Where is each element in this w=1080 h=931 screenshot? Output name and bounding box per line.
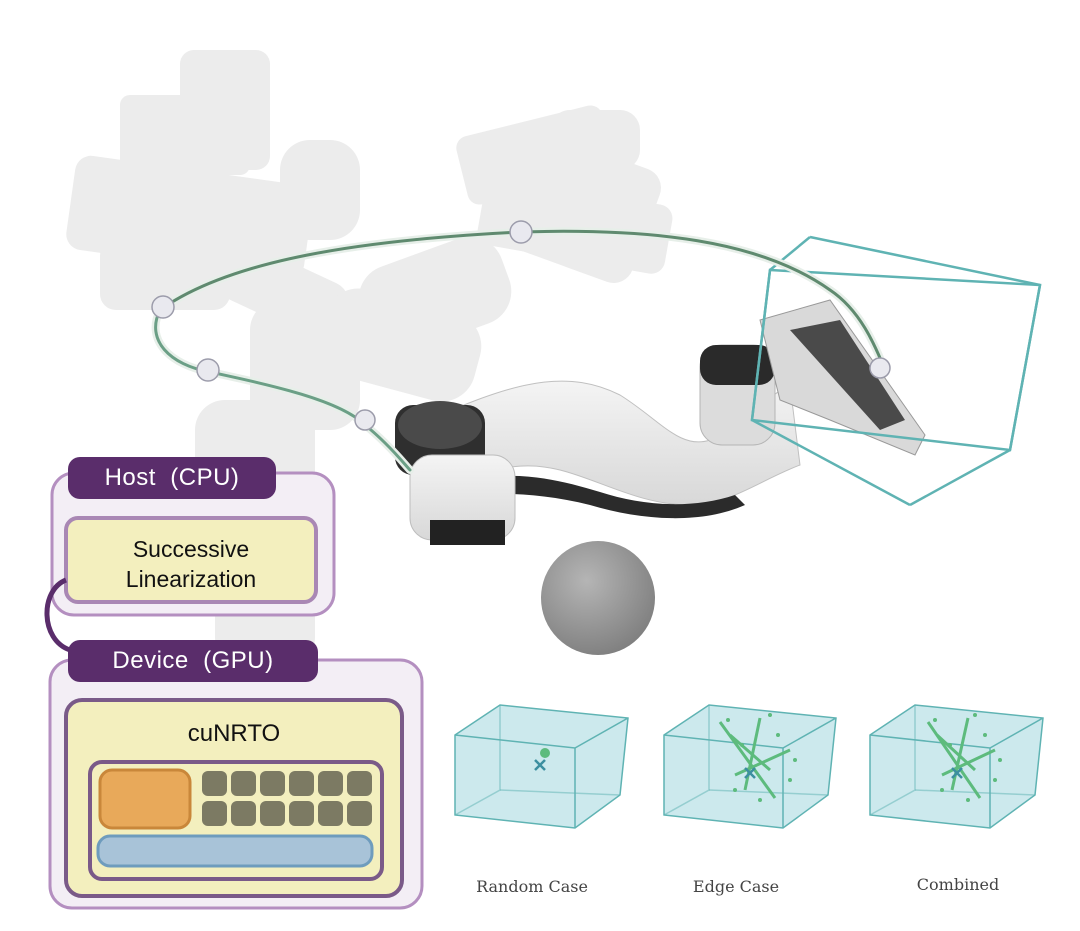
host-device-connector xyxy=(44,577,72,653)
waypoints xyxy=(151,220,891,431)
module-line-1: Successive xyxy=(132,536,250,562)
target-box xyxy=(750,235,1042,507)
module-line-2: Linearization xyxy=(125,566,257,592)
cunrto-module-label: cuNRTO xyxy=(187,720,281,747)
combined-caption: Combined xyxy=(916,875,1000,894)
memory-bar xyxy=(96,834,374,868)
edge-case-caption: Edge Case xyxy=(692,877,780,896)
host-cpu-label: Host (CPU) xyxy=(68,457,276,499)
successive-linearization-module: Successive Linearization xyxy=(66,534,316,594)
mini-cube-combined xyxy=(869,704,1044,829)
mini-cube-random xyxy=(454,704,629,829)
orange-compute-block xyxy=(98,768,192,830)
host-panel xyxy=(50,471,336,617)
random-case-caption: Random Case xyxy=(476,877,588,896)
mini-cube-edge xyxy=(663,704,837,829)
gpu-core-grid xyxy=(202,771,372,826)
device-gpu-label: Device (GPU) xyxy=(68,640,318,682)
trajectory-curves xyxy=(151,227,889,474)
robot-arm xyxy=(395,299,926,545)
device-panel xyxy=(48,658,424,910)
obstacle-sphere xyxy=(541,541,655,655)
